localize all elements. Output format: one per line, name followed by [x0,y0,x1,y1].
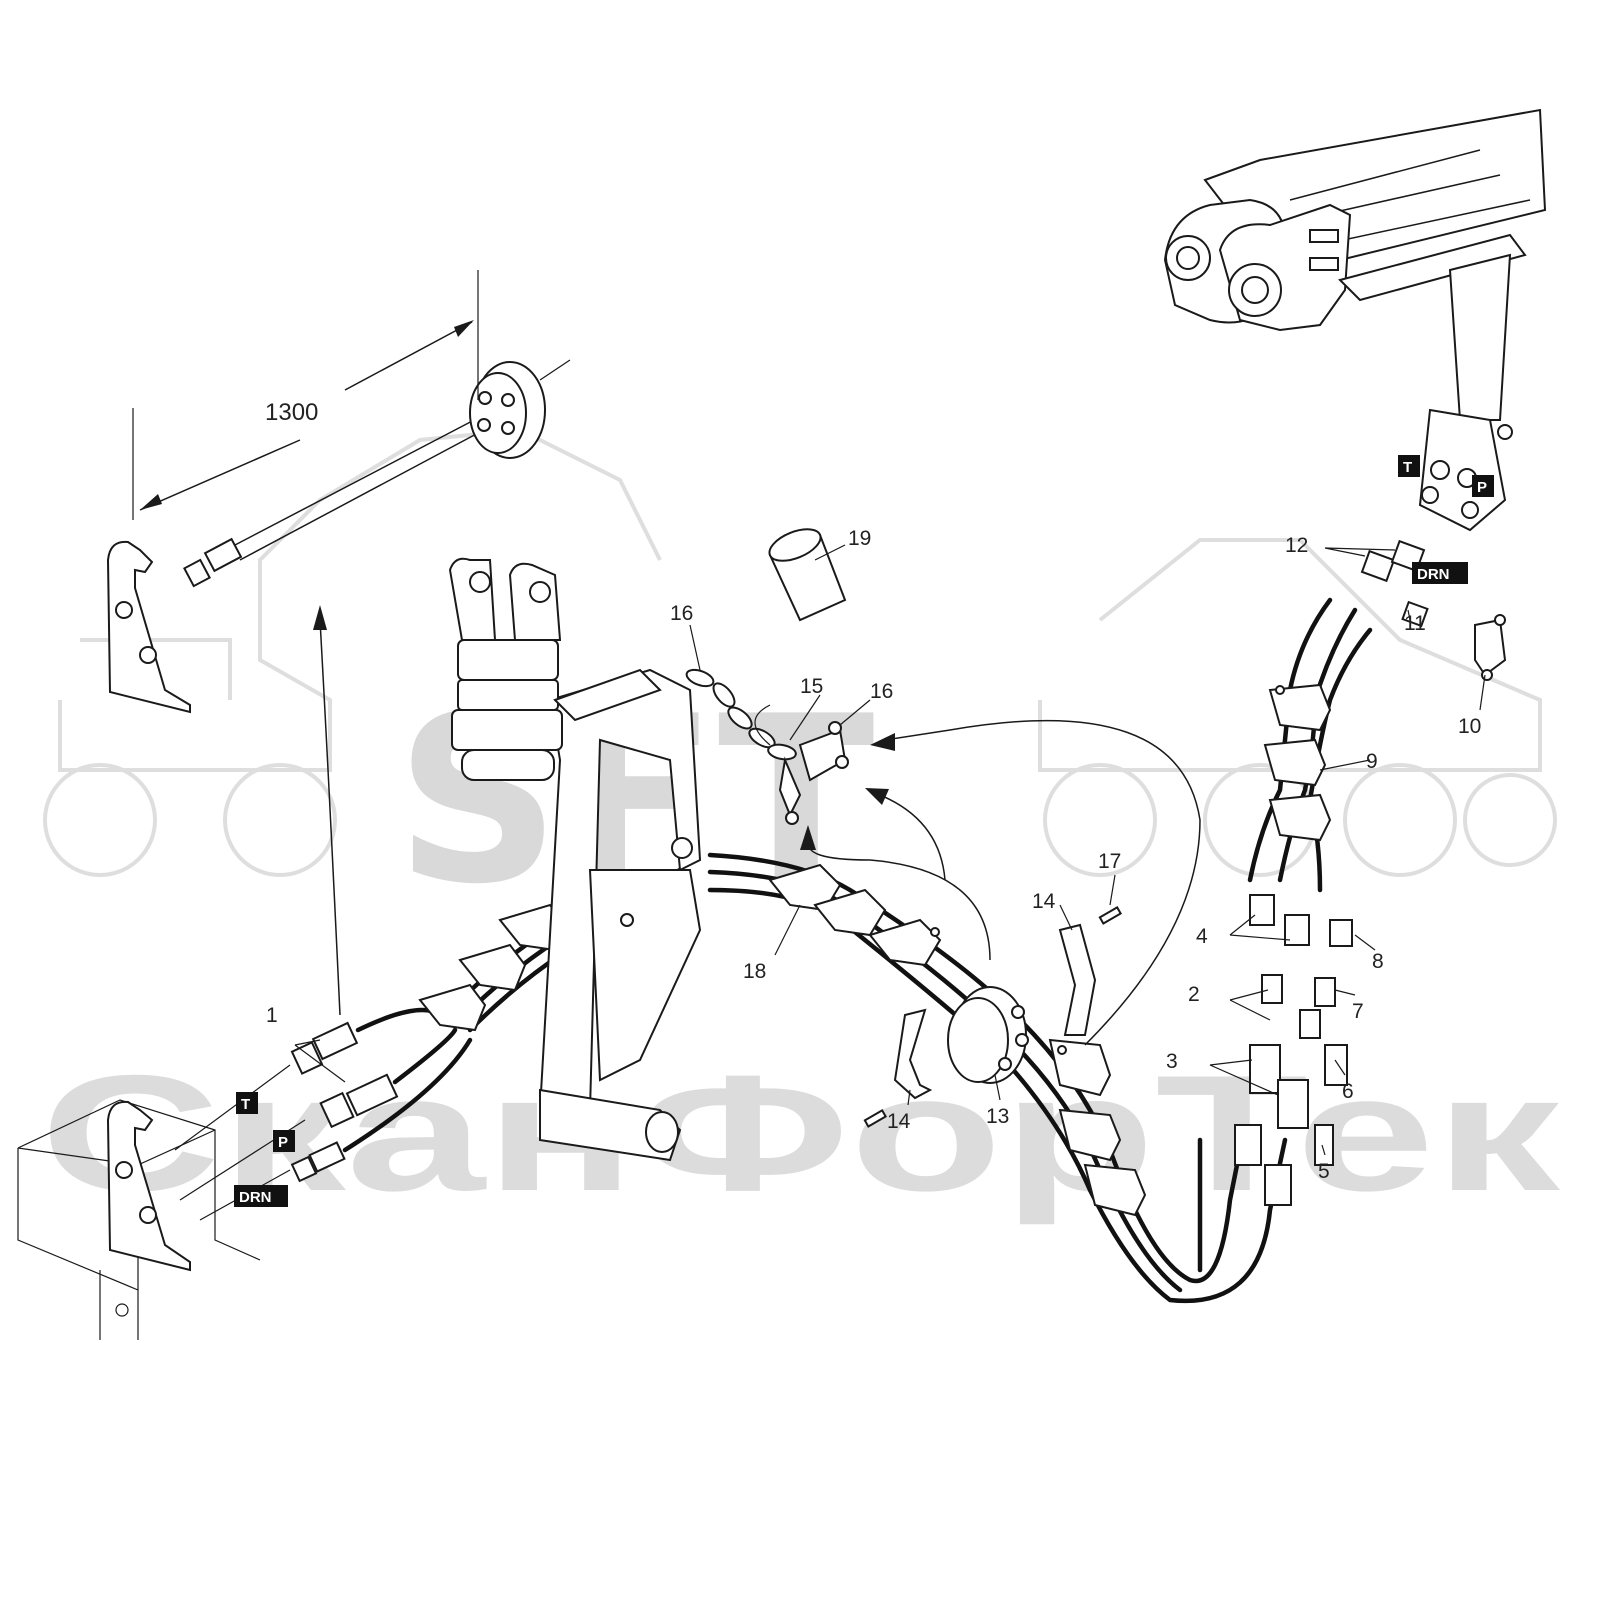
callout-1: 1 [266,1004,278,1027]
callout-7: 7 [1352,1000,1364,1023]
upper-hose-assembly [183,359,571,588]
badge-t-right: T [1398,455,1420,477]
badge-p-left: P [273,1130,295,1152]
hose-sleeves [418,683,1332,1217]
callout-10: 10 [1458,715,1481,738]
badge-t-left: T [236,1092,258,1114]
svg-text:P: P [1477,479,1487,496]
badge-drn-right: DRN [1412,562,1468,584]
callout-11: 11 [1404,612,1426,635]
part-14-clamp [863,906,1123,1128]
leader-lines [294,544,1486,1156]
callout-16b: 16 [870,680,893,703]
routing-arrows-center [754,704,1201,1046]
svg-text:T: T [241,1096,250,1113]
callout-13: 13 [986,1105,1009,1128]
dimension-1300: 1300 [132,270,479,520]
watermark-tractor-left [43,427,662,877]
callout-3: 3 [1166,1050,1178,1073]
routing-arrow-left [313,605,341,1016]
callout-8: 8 [1372,950,1384,973]
callout-16a: 16 [670,602,693,625]
callout-9: 9 [1366,750,1378,773]
mounting-bracket-lower [106,1100,191,1272]
right-fittings [1234,894,1353,1206]
callout-4: 4 [1196,925,1208,948]
dimension-label: 1300 [265,399,318,426]
rotator [448,557,662,781]
part-19-cylinder [768,528,847,622]
badge-drn-left: DRN [234,1185,288,1207]
left-hose-fittings [174,1021,399,1221]
callout-2: 2 [1188,983,1200,1006]
rotator-link [538,668,702,1162]
callout-12: 12 [1285,534,1308,557]
watermark-tractor-right [1038,538,1557,877]
callout-6: 6 [1342,1080,1354,1103]
part-13-grommet [947,986,1029,1084]
callout-5: 5 [1318,1160,1330,1183]
svg-text:P: P [278,1134,288,1151]
callout-19: 19 [848,527,871,550]
callout-18: 18 [743,960,766,983]
svg-text:DRN: DRN [239,1189,272,1206]
mounting-bracket-upper [106,540,191,714]
callout-15: 15 [800,675,823,698]
callout-14a: 14 [1032,890,1056,913]
callout-14b: 14 [887,1110,911,1133]
svg-text:DRN: DRN [1417,566,1450,583]
callout-labels: 1 2 3 4 5 6 7 8 9 10 11 12 13 14 14 15 1… [266,527,1481,1183]
crane-boom [1163,108,1547,532]
badge-p-right: P [1472,475,1494,497]
chain [685,668,849,825]
callout-17: 17 [1098,850,1121,873]
svg-text:T: T [1403,459,1412,476]
